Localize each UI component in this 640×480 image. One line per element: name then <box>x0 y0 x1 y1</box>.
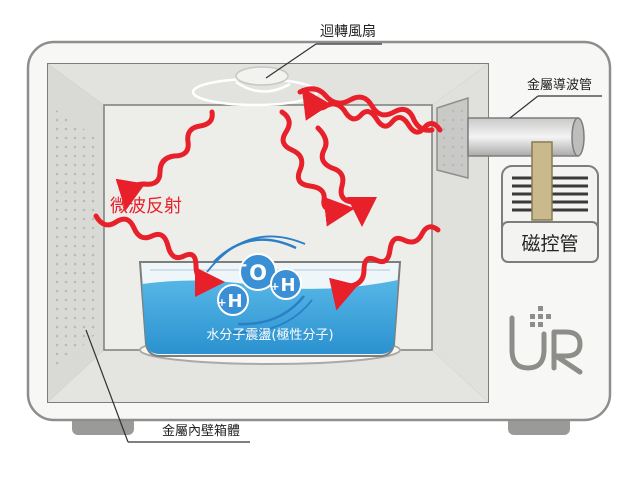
water-molecule: O - H + H + <box>206 235 313 334</box>
wave-arrow-fan-down-center <box>315 125 377 227</box>
oxygen-symbol: O <box>249 261 267 285</box>
hydrogen-right-charge: + <box>270 280 279 293</box>
waveguide-grille <box>436 96 469 179</box>
hydrogen-atom-right <box>270 268 302 300</box>
ur-logo <box>509 306 583 375</box>
wave-arrow-right-to-water <box>329 224 441 311</box>
label-magnetron: 磁控管 <box>521 233 578 255</box>
label-metal-inner-wall: 金屬內壁箱體 <box>162 423 240 439</box>
metal-waveguide-pipe <box>467 117 585 157</box>
label-leader-lines <box>85 43 602 443</box>
label-microwave-reflection: 微波反射 <box>110 196 182 217</box>
hydrogen-right-symbol: H <box>280 275 295 296</box>
hydrogen-atom-left <box>217 284 249 316</box>
wave-arrow-ceiling-down-left <box>115 109 215 211</box>
oxygen-charge: - <box>241 255 248 274</box>
microwave-arrows <box>93 86 443 311</box>
wave-arrow-fan-to-right <box>297 86 435 133</box>
label-rotating-fan: 迴轉風扇 <box>320 24 376 40</box>
label-metal-waveguide: 金屬導波管 <box>527 77 592 93</box>
wave-arrow-left-to-water <box>93 213 225 297</box>
hydrogen-left-symbol: H <box>227 291 242 312</box>
wall-vent-dots <box>56 110 100 370</box>
wave-arrow-fan-down-right <box>279 109 355 227</box>
label-water-molecule-oscillation: 水分子震盪(極性分子) <box>206 327 333 343</box>
magnetron <box>501 141 599 263</box>
hydrogen-left-charge: + <box>217 296 226 309</box>
